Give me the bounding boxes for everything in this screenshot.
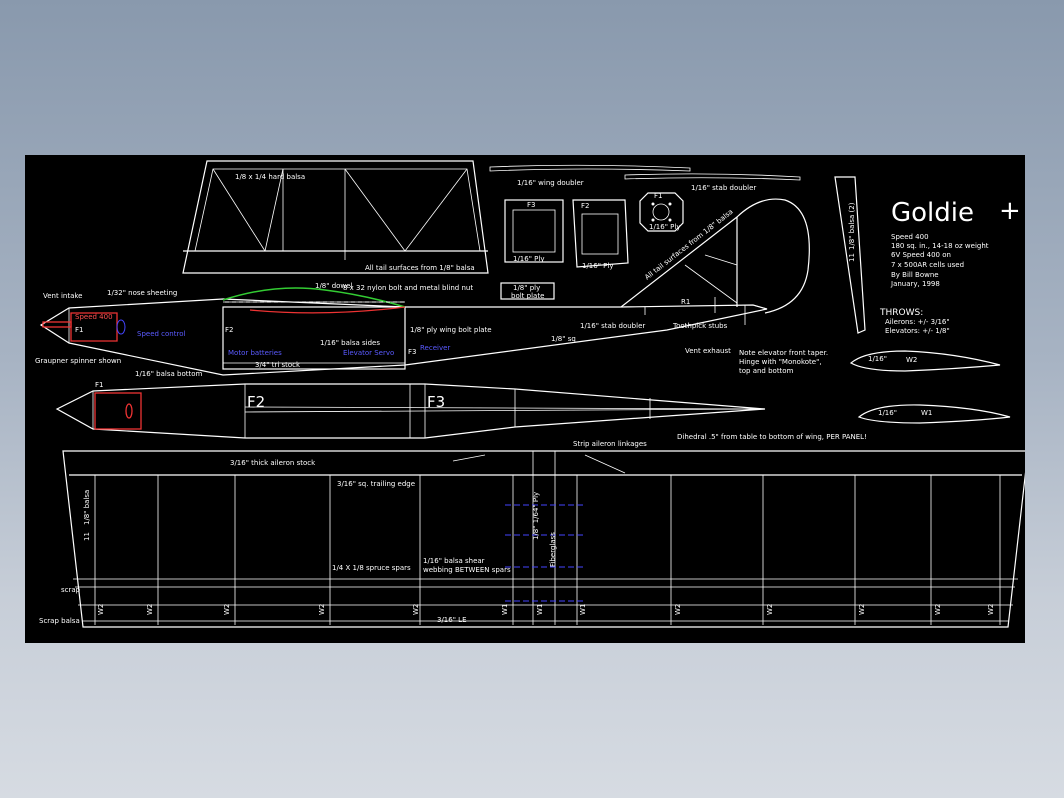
svg-text:1/4 X 1/8 spruce spars: 1/4 X 1/8 spruce spars <box>332 564 411 572</box>
svg-text:1/32" nose sheeting: 1/32" nose sheeting <box>107 289 177 297</box>
svg-text:W2: W2 <box>987 604 995 615</box>
svg-text:1/16" balsa shear: 1/16" balsa shear <box>423 557 485 565</box>
svg-text:F2: F2 <box>247 393 265 411</box>
svg-text:1/8" ply: 1/8" ply <box>513 284 540 292</box>
svg-text:Receiver: Receiver <box>420 344 450 352</box>
svg-text:W2: W2 <box>934 604 942 615</box>
svg-text:1/8" ply wing bolt plate: 1/8" ply wing bolt plate <box>410 326 492 334</box>
former-f3: F3 1/16" Ply <box>504 199 564 263</box>
dihedral-note: Dihedral .5" from table to bottom of win… <box>677 433 867 441</box>
svg-text:W2: W2 <box>318 604 326 615</box>
svg-text:F1: F1 <box>654 192 662 200</box>
svg-text:11: 11 <box>848 253 856 262</box>
svg-text:Ailerons: +/- 3/16": Ailerons: +/- 3/16" <box>885 318 950 326</box>
svg-text:1/16" stab doubler: 1/16" stab doubler <box>580 322 645 330</box>
title-block: Goldie + Speed 400 180 sq. in., 14-18 oz… <box>879 196 1021 335</box>
svg-text:scrap: scrap <box>61 586 81 594</box>
svg-text:W1: W1 <box>501 604 509 615</box>
svg-text:8 x 32 nylon bolt and metal bl: 8 x 32 nylon bolt and metal blind nut <box>343 284 473 292</box>
svg-text:Elevators: +/- 1/8": Elevators: +/- 1/8" <box>885 327 950 335</box>
svg-text:7 x 500AR cells used: 7 x 500AR cells used <box>891 261 964 269</box>
fuselage-top-view: F1 F2 F3 <box>55 381 766 439</box>
svg-text:W1: W1 <box>921 409 932 417</box>
svg-text:1/16" balsa bottom: 1/16" balsa bottom <box>135 370 203 378</box>
svg-text:1/8" balsa: 1/8" balsa <box>83 490 91 525</box>
fuselage-side-view: Vent intake 1/32" nose sheeting Speed 40… <box>35 282 828 378</box>
svg-text:W2: W2 <box>766 604 774 615</box>
stab-doubler-label: 1/16" stab doubler <box>691 184 756 192</box>
svg-text:W2: W2 <box>146 604 154 615</box>
wing-doubler-label: 1/16" wing doubler <box>517 179 584 187</box>
svg-text:W2: W2 <box>674 604 682 615</box>
svg-text:top and bottom: top and bottom <box>739 367 794 375</box>
hard-balsa-label: 1/8 x 1/4 hard balsa <box>235 173 305 181</box>
svg-text:W2: W2 <box>412 604 420 615</box>
svg-text:January, 1998: January, 1998 <box>890 280 940 288</box>
fin-plan: 1/8" balsa (2) 11 <box>834 176 866 334</box>
former-f2: F2 1/16" Ply <box>572 199 629 270</box>
svg-text:Graupner spinner shown: Graupner spinner shown <box>35 357 121 365</box>
plan-title-plus: + <box>999 196 1021 226</box>
airfoil-section-w2: 1/16" W2 <box>849 350 1001 372</box>
wing-plan: Strip aileron linkages 3/16" thick ailer… <box>39 440 1025 628</box>
stabilizer-plan: 1/8 x 1/4 hard balsa All tail surfaces f… <box>182 160 489 274</box>
svg-text:1/16" balsa sides: 1/16" balsa sides <box>320 339 380 347</box>
svg-text:W1: W1 <box>579 604 587 615</box>
svg-text:F3: F3 <box>527 201 535 209</box>
svg-text:1/16": 1/16" <box>878 409 897 417</box>
svg-text:1/8" balsa (2): 1/8" balsa (2) <box>848 202 856 250</box>
svg-text:Speed 400: Speed 400 <box>75 313 113 321</box>
svg-text:Hinge with "Monokote",: Hinge with "Monokote", <box>739 358 822 366</box>
svg-text:3/16" sq. trailing edge: 3/16" sq. trailing edge <box>337 480 415 488</box>
cad-drawing-sheet: 1/8 x 1/4 hard balsa All tail surfaces f… <box>25 155 1025 643</box>
svg-text:Note elevator front taper.: Note elevator front taper. <box>739 349 828 357</box>
svg-text:1/16" Ply: 1/16" Ply <box>582 262 613 270</box>
svg-text:Speed 400: Speed 400 <box>891 233 929 241</box>
svg-text:11: 11 <box>83 532 91 541</box>
all-tail-label: All tail surfaces from 1/8" balsa <box>365 264 475 272</box>
fin-side: All tail surfaces from 1/8" balsa <box>620 198 810 314</box>
svg-text:By Bill Bowne: By Bill Bowne <box>891 271 939 279</box>
svg-text:F3: F3 <box>427 393 445 411</box>
svg-text:bolt plate: bolt plate <box>511 292 544 300</box>
svg-text:Strip aileron linkages: Strip aileron linkages <box>573 440 647 448</box>
svg-text:Motor batteries: Motor batteries <box>228 349 282 357</box>
plan-drawing: 1/8 x 1/4 hard balsa All tail surfaces f… <box>35 160 1025 628</box>
svg-text:1/16": 1/16" <box>868 355 887 363</box>
former-f1: F1 1/16" Ply <box>639 192 684 232</box>
svg-text:F2: F2 <box>581 202 589 210</box>
svg-text:3/4" tri stock: 3/4" tri stock <box>255 361 301 369</box>
plan-title: Goldie <box>891 198 974 228</box>
svg-text:F1: F1 <box>75 326 83 334</box>
svg-text:W1: W1 <box>536 604 544 615</box>
svg-text:F2: F2 <box>225 326 233 334</box>
svg-text:Fiberglass: Fiberglass <box>549 532 557 567</box>
svg-text:Scrap balsa: Scrap balsa <box>39 617 80 625</box>
svg-text:1/8" sq: 1/8" sq <box>551 335 576 343</box>
svg-text:1/8" 1/64" Ply: 1/8" 1/64" Ply <box>532 492 540 540</box>
svg-text:F1: F1 <box>95 381 103 389</box>
svg-text:W2: W2 <box>97 604 105 615</box>
svg-text:W2: W2 <box>906 356 917 364</box>
svg-text:webbing BETWEEN spars: webbing BETWEEN spars <box>423 566 511 574</box>
doublers: 1/16" wing doubler 1/16" stab doubler <box>489 164 801 192</box>
svg-text:Toothpick stubs: Toothpick stubs <box>672 322 728 330</box>
svg-text:THROWS:: THROWS: <box>879 308 923 318</box>
airfoil-section-w1: 1/16" W1 <box>857 404 1011 424</box>
svg-text:W2: W2 <box>223 604 231 615</box>
svg-text:3/16" thick aileron stock: 3/16" thick aileron stock <box>230 459 316 467</box>
svg-text:180 sq. in., 14-18 oz weight: 180 sq. in., 14-18 oz weight <box>891 242 989 250</box>
svg-text:W2: W2 <box>858 604 866 615</box>
svg-text:1/16" Ply: 1/16" Ply <box>649 223 680 231</box>
svg-text:Vent exhaust: Vent exhaust <box>685 347 731 355</box>
svg-text:Speed control: Speed control <box>137 330 185 338</box>
svg-text:Elevator Servo: Elevator Servo <box>343 349 394 357</box>
svg-text:F3: F3 <box>408 348 416 356</box>
svg-text:R1: R1 <box>681 298 690 306</box>
svg-text:1/8" dowel: 1/8" dowel <box>315 282 352 290</box>
svg-text:6V Speed 400 on: 6V Speed 400 on <box>891 251 951 259</box>
svg-text:3/16" LE: 3/16" LE <box>437 616 467 624</box>
svg-text:Vent intake: Vent intake <box>43 292 82 300</box>
svg-text:1/16" Ply: 1/16" Ply <box>513 255 544 263</box>
